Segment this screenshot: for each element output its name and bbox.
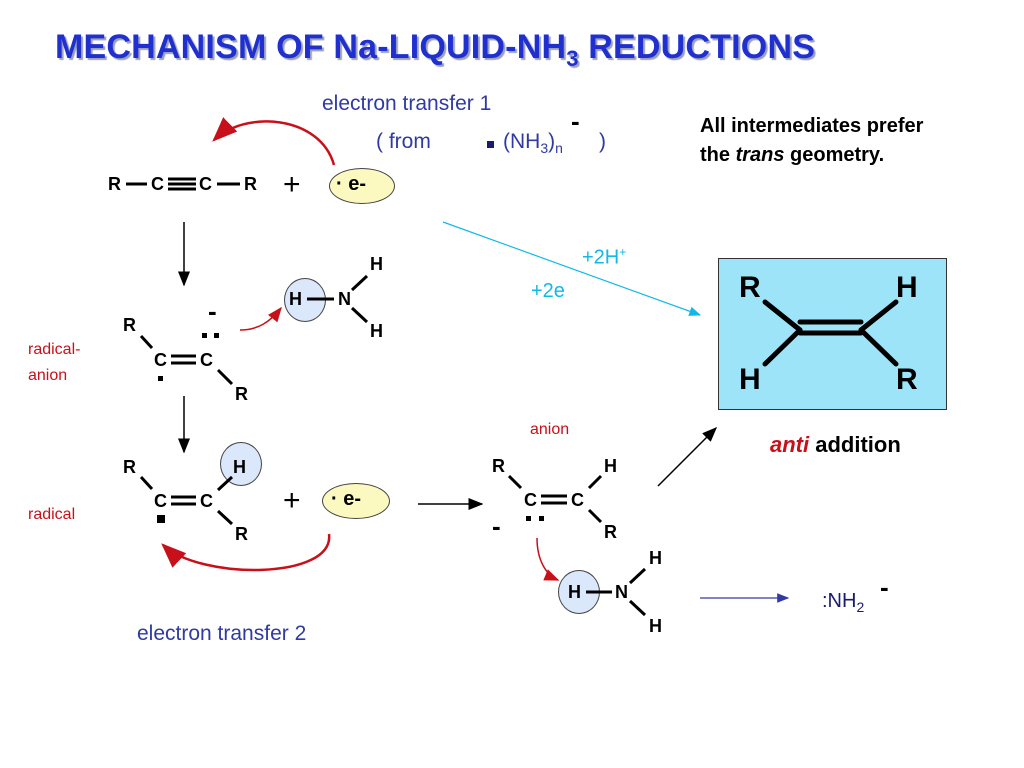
radical-anion-label-1: radical- [28,341,81,358]
radical-anion-c1: C [154,350,167,370]
anion-label: anion [530,421,570,438]
radical-c2: C [200,491,213,511]
proton-abstraction-arrow-2 [536,537,560,581]
radical-dot [157,515,165,523]
from-label: ( from [376,130,431,153]
alkyne-bonds [126,177,240,191]
product-bonds [762,299,899,367]
ammonia2-n: N [615,582,628,602]
radical-anion-bonds [139,334,234,386]
anion-lone-pair [526,516,544,521]
anion-charge: - [492,511,501,541]
anion-c1: C [524,490,537,510]
overall-reaction-arrow [442,221,702,316]
product-r-top: R [739,271,761,304]
radical-anion-label: radical- anion [28,337,80,389]
arrow-to-product [657,426,718,487]
alkyne-r-left: R [108,174,121,194]
note-line-2: the trans geometry. [700,144,885,166]
h-highlight-2 [220,442,262,486]
ammonia2-h-top: H [649,548,662,568]
product-h-bottom: H [739,363,761,396]
slide-title: MECHANISM OF Na-LIQUID-NH3 REDUCTIONS [55,28,816,71]
ammonia1-h-bottom: H [370,321,383,341]
ammonia-solvated-label: (NH3)n [503,130,563,157]
ammonia1-bonds [307,274,369,324]
anion-bonds [507,474,603,524]
ammonia1-h-left: H [289,289,302,309]
electron-label-2: · e- [331,488,361,510]
radical-r-bottom: R [235,524,248,544]
radical-anion-c2: C [200,350,213,370]
ammonia2-h-bottom: H [649,616,662,636]
anion-c2: C [571,490,584,510]
amide-ion: :NH2 [822,590,865,615]
ammonia2-bonds [586,567,647,617]
ammonia2-h-left: H [568,582,581,602]
anion-r-bottom: R [604,522,617,542]
alkyne-c1: C [151,174,164,194]
radical-bonds [139,475,234,526]
radical-r-top: R [123,457,136,477]
radical-anion-r-top: R [123,315,136,335]
product-r-bottom: R [896,363,918,396]
product-h-top: H [896,271,918,304]
radical-anion-charge: - [208,296,217,326]
electron-transfer-1-label: electron transfer 1 [322,92,492,115]
anion-h-top: H [604,456,617,476]
electron-bubble-2 [322,483,390,519]
electron-bubble-1 [329,168,395,204]
anion-r-top: R [492,456,505,476]
radical-anion-label-2: anion [28,367,68,384]
radical-h: H [233,457,246,477]
electron-transfer-1-arrow [212,117,336,166]
electron-dot [487,141,494,148]
radical-anion-r-bottom: R [235,384,248,404]
ammonia1-h-top: H [370,254,383,274]
amide-charge: - [880,572,889,602]
radical-anion-lone-pair [158,333,219,381]
electron-transfer-2-label: electron transfer 2 [137,622,307,645]
solvated-electron-charge: - [571,106,580,136]
radical-c1: C [154,491,167,511]
plus-sign-2: + [283,484,301,517]
ammonia1-n: N [338,289,351,309]
plus-sign-1: + [283,168,301,201]
electron-transfer-2-arrow [161,533,331,572]
close-paren: ) [599,130,606,153]
radical-label: radical [28,506,76,523]
alkyne-r-right: R [244,174,257,194]
proton-abstraction-arrow-1 [239,306,282,331]
alkyne-c2: C [199,174,212,194]
plus-2e-label: +2e [531,280,565,302]
electron-label-1: · e- [336,173,366,195]
note-line-1: All intermediates prefer [700,115,924,137]
plus-2h-label: +2H+ [582,245,627,269]
anti-addition-label: anti addition [770,432,901,457]
trans-geometry-note: All intermediates prefer the trans geome… [700,112,923,170]
